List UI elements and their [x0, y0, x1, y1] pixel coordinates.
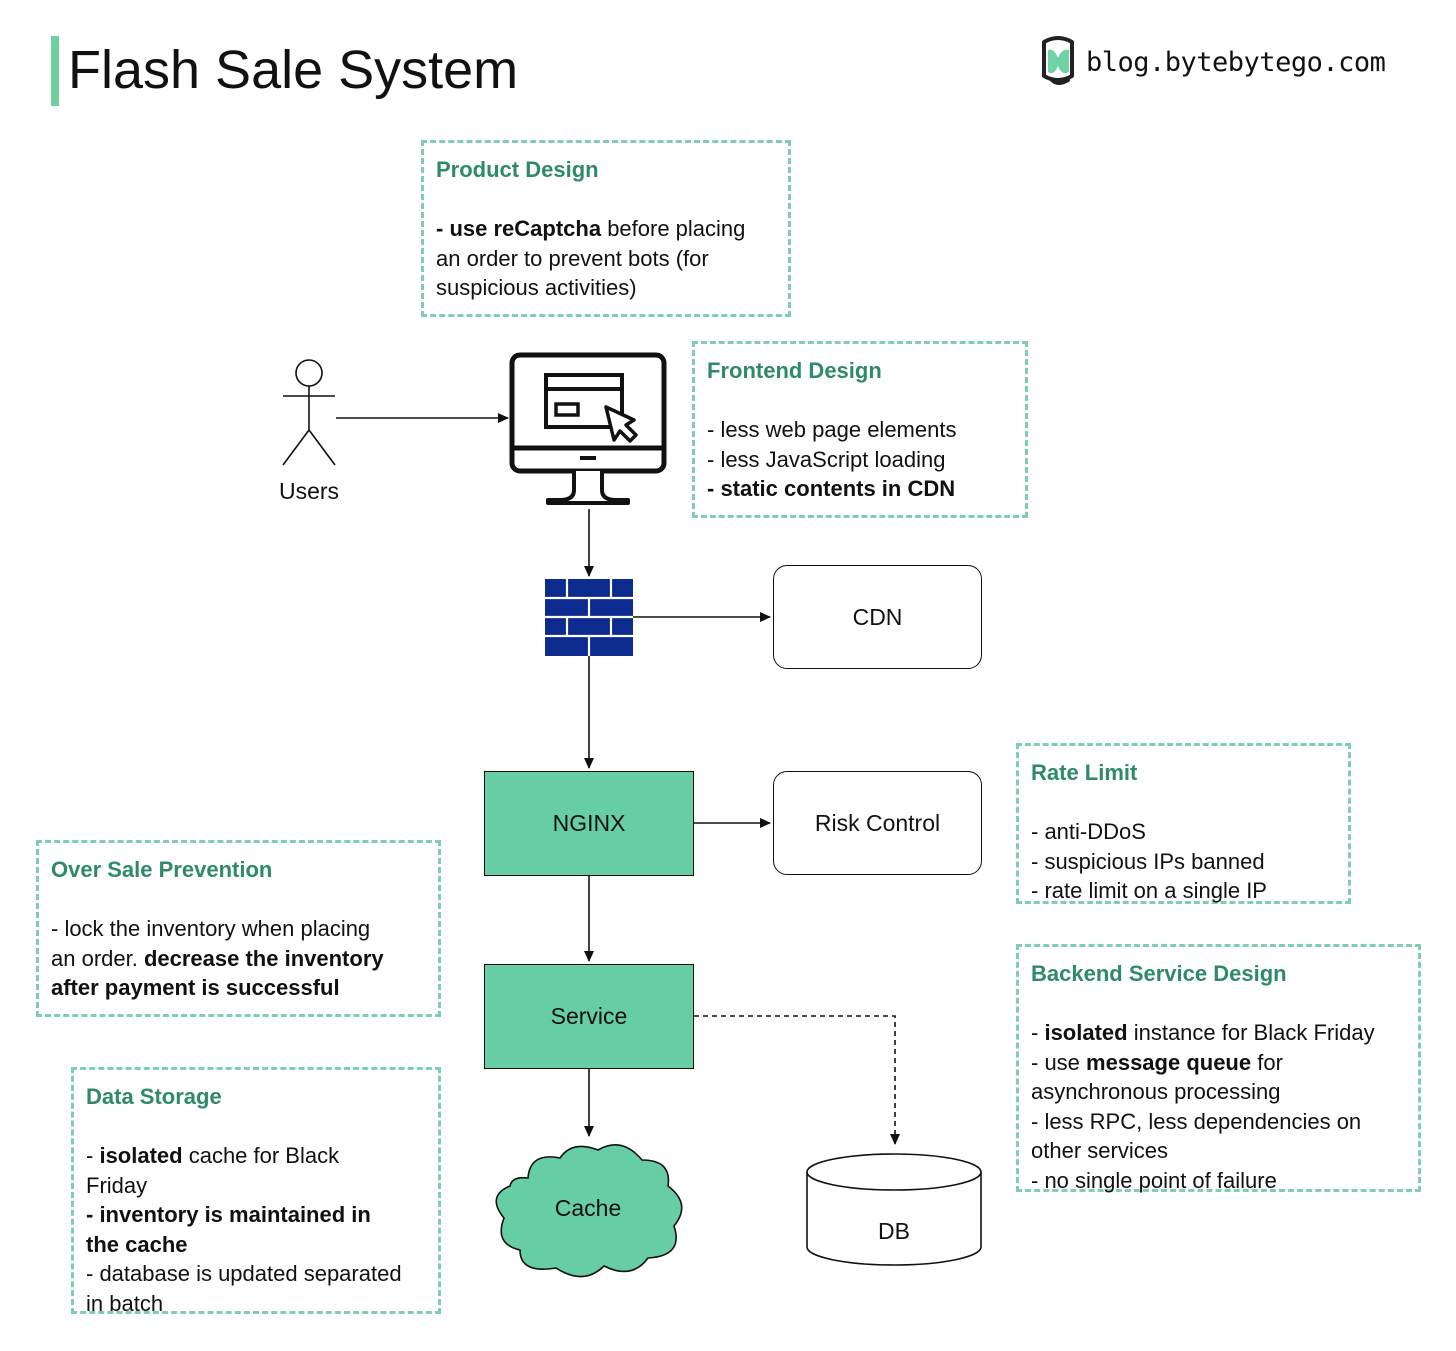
page-title: Flash Sale System — [68, 40, 519, 100]
note-text-bold: the cache — [86, 1231, 188, 1257]
note-text: instance for Black Friday — [1127, 1020, 1375, 1045]
note-body: - isolated instance for Black Friday- us… — [1031, 1018, 1408, 1195]
note-text-bold: decrease the inventory — [143, 945, 384, 971]
user-stick-figure-icon — [282, 359, 336, 466]
note-text-bold: after payment is successful — [51, 975, 340, 1000]
note-text-bold: - inventory is maintained in — [86, 1202, 371, 1227]
bytebytego-logo-icon — [1042, 36, 1074, 85]
brand-text: blog.bytebytego.com — [1086, 46, 1386, 78]
note-text: - — [86, 1143, 100, 1168]
note-line: in batch — [86, 1289, 428, 1319]
arrow-service-to-db — [694, 1015, 900, 1145]
nginx-node: NGINX — [484, 771, 694, 876]
note-line: suspicious activities) — [436, 273, 778, 303]
note-body: - anti-DDoS - suspicious IPs banned - rate… — [1031, 817, 1338, 906]
note-text: - — [1031, 1020, 1045, 1045]
note-title: Data Storage — [86, 1084, 222, 1109]
note-line: - use reCaptcha before placing — [436, 214, 778, 244]
note-rate-limit: Rate Limit - anti-DDoS - suspicious IPs b… — [1016, 743, 1351, 904]
note-title: Over Sale Prevention — [51, 857, 273, 882]
note-text: - suspicious IPs banned — [1031, 848, 1265, 874]
note-text: Friday — [86, 1172, 148, 1198]
note-line: - suspicious IPs banned — [1031, 847, 1338, 877]
cdn-node: CDN — [773, 565, 982, 669]
note-text: - rate limit on a single IP — [1031, 878, 1267, 903]
note-text: before placing — [601, 216, 746, 241]
note-text-bold: message queue — [1086, 1049, 1252, 1075]
service-node: Service — [484, 964, 694, 1069]
note-line: asynchronous processing — [1031, 1077, 1408, 1107]
db-node-label: DB — [878, 1218, 910, 1244]
note-body: - less web page elements - less JavaScrip… — [707, 415, 1015, 504]
note-line: - inventory is maintained in — [86, 1200, 428, 1230]
note-text: - no single point of failure — [1031, 1167, 1277, 1193]
note-text: an order to prevent bots (for — [436, 245, 709, 271]
risk-control-node: Risk Control — [773, 771, 982, 875]
note-text: in batch — [86, 1290, 164, 1316]
note-text: - anti-DDoS — [1031, 819, 1146, 844]
note-title: Rate Limit — [1031, 760, 1138, 785]
monitor-web-page-icon — [509, 352, 667, 505]
note-frontend-design: Frontend Design - less web page elements… — [692, 341, 1028, 518]
note-line: an order. decrease the inventory — [51, 944, 428, 974]
firewall-brick-wall-icon — [545, 579, 633, 656]
users-label: Users — [278, 478, 340, 504]
note-title: Product Design — [436, 157, 599, 182]
note-line: the cache — [86, 1230, 428, 1260]
cache-cloud-shape — [495, 1144, 683, 1278]
note-text-bold: use reCaptcha — [449, 216, 602, 241]
title-accent-bar — [51, 36, 59, 106]
note-line: - less JavaScript loading — [707, 445, 1015, 475]
note-line: - database is updated separated — [86, 1259, 428, 1289]
note-text: cache for Black — [182, 1143, 340, 1168]
note-line: - less RPC, less dependencies on — [1031, 1107, 1408, 1137]
note-line: other services — [1031, 1136, 1408, 1166]
note-line: Friday — [86, 1171, 428, 1201]
note-line: - anti-DDoS — [1031, 817, 1338, 847]
note-title: Frontend Design — [707, 358, 882, 383]
note-text: other services — [1031, 1138, 1168, 1163]
note-text: an order. — [51, 945, 144, 971]
note-text-bold: isolated — [99, 1143, 183, 1168]
note-text: - less RPC, less dependencies on — [1031, 1108, 1362, 1134]
note-backend-service-design: Backend Service Design - isolated instan… — [1016, 944, 1421, 1195]
note-line: - lock the inventory when placing — [51, 914, 428, 944]
note-product-design: Product Design - use reCaptcha before pl… — [421, 140, 791, 317]
note-text: - use — [1031, 1049, 1087, 1075]
note-line: - less web page elements — [707, 415, 1015, 445]
note-line: - no single point of failure — [1031, 1166, 1408, 1196]
note-line: after payment is successful — [51, 973, 428, 1003]
note-text-bold: - static contents in CDN — [707, 476, 956, 501]
note-line: - static contents in CDN — [707, 474, 1015, 504]
note-line: - use message queue for — [1031, 1048, 1408, 1078]
note-text: - less web page elements — [707, 417, 957, 442]
note-line: - isolated cache for Black — [86, 1141, 428, 1171]
note-text-bold: - — [436, 216, 450, 241]
note-text: - database is updated separated — [86, 1261, 402, 1286]
note-line: an order to prevent bots (for — [436, 244, 778, 274]
note-line: - rate limit on a single IP — [1031, 876, 1338, 906]
cache-node-label: Cache — [554, 1195, 622, 1221]
note-text: - less JavaScript loading — [707, 446, 946, 472]
brand: blog.bytebytego.com — [1038, 34, 1386, 90]
note-text: suspicious activities) — [436, 275, 637, 300]
note-text-bold: isolated — [1044, 1020, 1128, 1045]
note-over-sale-prevention: Over Sale Prevention - lock the inventor… — [36, 840, 441, 1017]
note-text: - lock the inventory when placing — [51, 916, 371, 941]
note-line: - isolated instance for Black Friday — [1031, 1018, 1408, 1048]
note-title: Backend Service Design — [1031, 961, 1287, 986]
db-cylinder-shape — [806, 1153, 982, 1266]
note-text: for — [1251, 1049, 1283, 1075]
note-text: asynchronous processing — [1031, 1079, 1281, 1104]
note-body: - lock the inventory when placing an orde… — [51, 914, 428, 1003]
